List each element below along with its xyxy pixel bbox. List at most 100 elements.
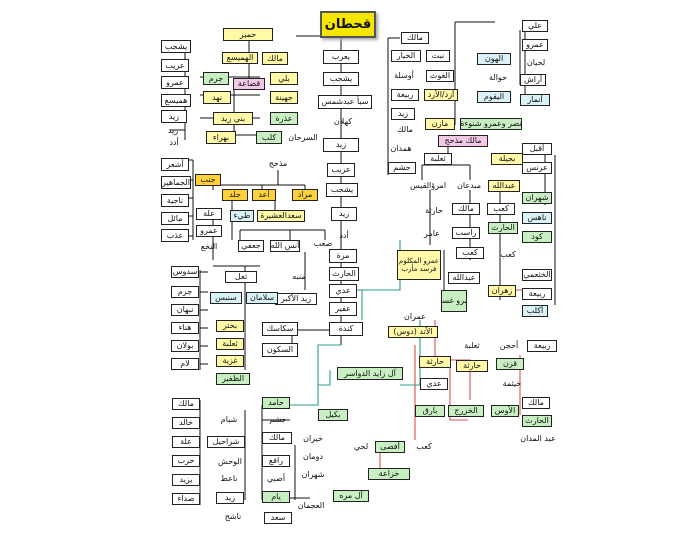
node-sadus[interactable]: سدوس [171,266,199,278]
node-qarn[interactable]: قرن [496,358,524,370]
node-murra[interactable]: مرة [329,249,357,263]
node-salaman[interactable]: سلامان [246,292,278,304]
node-arash[interactable]: أراش [520,74,546,86]
node-nabhan[interactable]: نبهان [171,304,199,316]
node-anmar[interactable]: أنمار [520,94,550,106]
node-bawlan[interactable]: بولان [171,340,199,352]
node-l-zaid[interactable]: زيد [161,110,187,123]
node-murad[interactable]: مراد [292,189,318,201]
node-hamid[interactable]: حامد [262,397,290,409]
node-khalid[interactable]: خالد [172,417,200,429]
node-haritha-2[interactable]: حارثة [419,356,451,368]
node-madhij[interactable]: مذحج [268,158,288,168]
node-jusham-2[interactable]: جشم [269,415,287,424]
node-sakasik[interactable]: سكاسك [262,322,298,336]
node-sharahil[interactable]: شراحيل [207,436,245,448]
node-bani-zaid[interactable]: بني زيد [213,112,253,125]
node-amr-3[interactable]: عمرو [522,39,548,51]
node-jinb[interactable]: جنب [195,174,221,186]
node-wuhsh[interactable]: الوحش [218,457,242,466]
node-abdallah-2[interactable]: عبدالله [448,272,480,284]
node-haritha-3[interactable]: حارثة [456,360,488,372]
node-shibam[interactable]: شبام [220,415,238,424]
node-kahlan[interactable]: كهلان [333,117,353,126]
node-yaqum[interactable]: اليقوم [477,91,511,103]
node-saba[interactable]: سبأ عبدشمس [318,95,372,109]
node-malik-5[interactable]: مالك [522,397,550,409]
node-l-hamaysa[interactable]: هميسع [161,94,191,107]
node-harb[interactable]: حرب [172,455,200,467]
node-luhay[interactable]: لحي [353,442,369,451]
node-arnas[interactable]: عرنس [522,162,552,174]
node-jald[interactable]: جلد [222,189,248,201]
node-naet[interactable]: ناعط [220,474,238,483]
node-udhra[interactable]: عذرة [270,112,298,125]
node-najia[interactable]: ناجية [161,194,189,207]
node-mabdan[interactable]: مبدعان [457,181,481,190]
node-aws[interactable]: الأوس [491,405,519,417]
node-harith-1[interactable]: الحارث [329,267,359,281]
node-saad-ashira[interactable]: سعدالعشيرة [257,210,305,222]
node-harith-3[interactable]: الحارث [522,415,552,427]
node-rabia-2[interactable]: ربيعة [522,288,552,300]
node-nashih[interactable]: ناشح [224,512,242,521]
node-kab-2[interactable]: كعب [456,247,484,259]
node-bariq[interactable]: بارق [415,405,445,417]
node-nasr[interactable]: نصر وعمرو شنوءة [460,118,522,130]
node-bahra[interactable]: بهراء [206,131,236,144]
node-malik-4[interactable]: مالك [452,203,480,215]
node-nahis[interactable]: ناهس [522,212,552,224]
node-al-zaid[interactable]: آل زايد الدواسر [337,367,403,380]
node-adi-2[interactable]: عدي [420,378,448,390]
node-l-yashjub[interactable]: يشجب [161,40,191,53]
node-sanbas[interactable]: سنبس [210,292,242,304]
node-himyar[interactable]: حمير [223,28,273,41]
node-tayy[interactable]: طيء [230,210,254,222]
node-quda[interactable]: قضاعة [233,78,265,90]
node-yashjub-2[interactable]: يشجب [326,183,358,197]
node-ats[interactable]: الأتد (دوس) [388,326,438,338]
node-malik-1[interactable]: مالك [262,52,288,65]
node-kawd[interactable]: كود [522,231,552,243]
node-abdallah-1[interactable]: عبدالله [488,180,520,192]
node-aid[interactable]: أعد [252,189,276,201]
node-lam[interactable]: لام [171,358,199,370]
node-hamaysa[interactable]: الهميسع [222,52,258,64]
node-udad[interactable]: أدد [339,231,349,240]
node-sadaa[interactable]: صداء [172,493,200,505]
node-yashjub-1[interactable]: يشجب [323,72,359,86]
node-khazraj[interactable]: الخزرج [448,405,484,417]
node-yazid[interactable]: يزيد [172,474,200,486]
node-ufair[interactable]: عفير [329,302,357,316]
node-bajila[interactable]: بجيلة [491,153,523,165]
root-qahtan[interactable]: قحطان [320,11,376,38]
node-kalb[interactable]: كلب [256,131,282,144]
node-sakun[interactable]: السكون [262,343,298,357]
node-raqi[interactable]: رافع [262,455,290,467]
node-yam[interactable]: يام [262,491,290,503]
node-khaytham[interactable]: خيثمة [502,379,522,388]
node-malik-2[interactable]: مالك [401,32,429,44]
node-ghawth[interactable]: الغوث [426,70,454,82]
node-mazin[interactable]: مازن [425,118,455,130]
node-amir[interactable]: عامر [424,229,440,238]
node-l-zaid-2[interactable]: زيد [167,126,179,135]
node-kab-1[interactable]: كعب [487,203,515,215]
node-thalaba-3[interactable]: ثعلبة [464,341,480,350]
node-zahran[interactable]: زهران [488,285,516,297]
node-hunaa[interactable]: هناء [171,322,199,334]
node-l-amr[interactable]: عمرو [161,76,189,89]
node-sab[interactable]: صعب [313,239,333,248]
node-malik-3[interactable]: مالك [397,125,413,134]
node-anas[interactable]: أنس الله [270,240,300,252]
node-ulah[interactable]: علة [196,208,222,220]
node-afsa[interactable]: أفصى [375,441,405,453]
node-kinda[interactable]: كندة [329,322,363,336]
node-dhafir[interactable]: الظفير [216,373,250,385]
node-ghaziya[interactable]: غزية [216,355,244,367]
node-asbi[interactable]: أصبي [266,474,286,483]
node-al-murra[interactable]: آل مره [333,490,369,502]
node-nakha[interactable]: النخع [200,241,218,251]
node-khuzaa[interactable]: خزاعة [368,468,410,480]
node-ashar[interactable]: أشعر [161,158,189,171]
